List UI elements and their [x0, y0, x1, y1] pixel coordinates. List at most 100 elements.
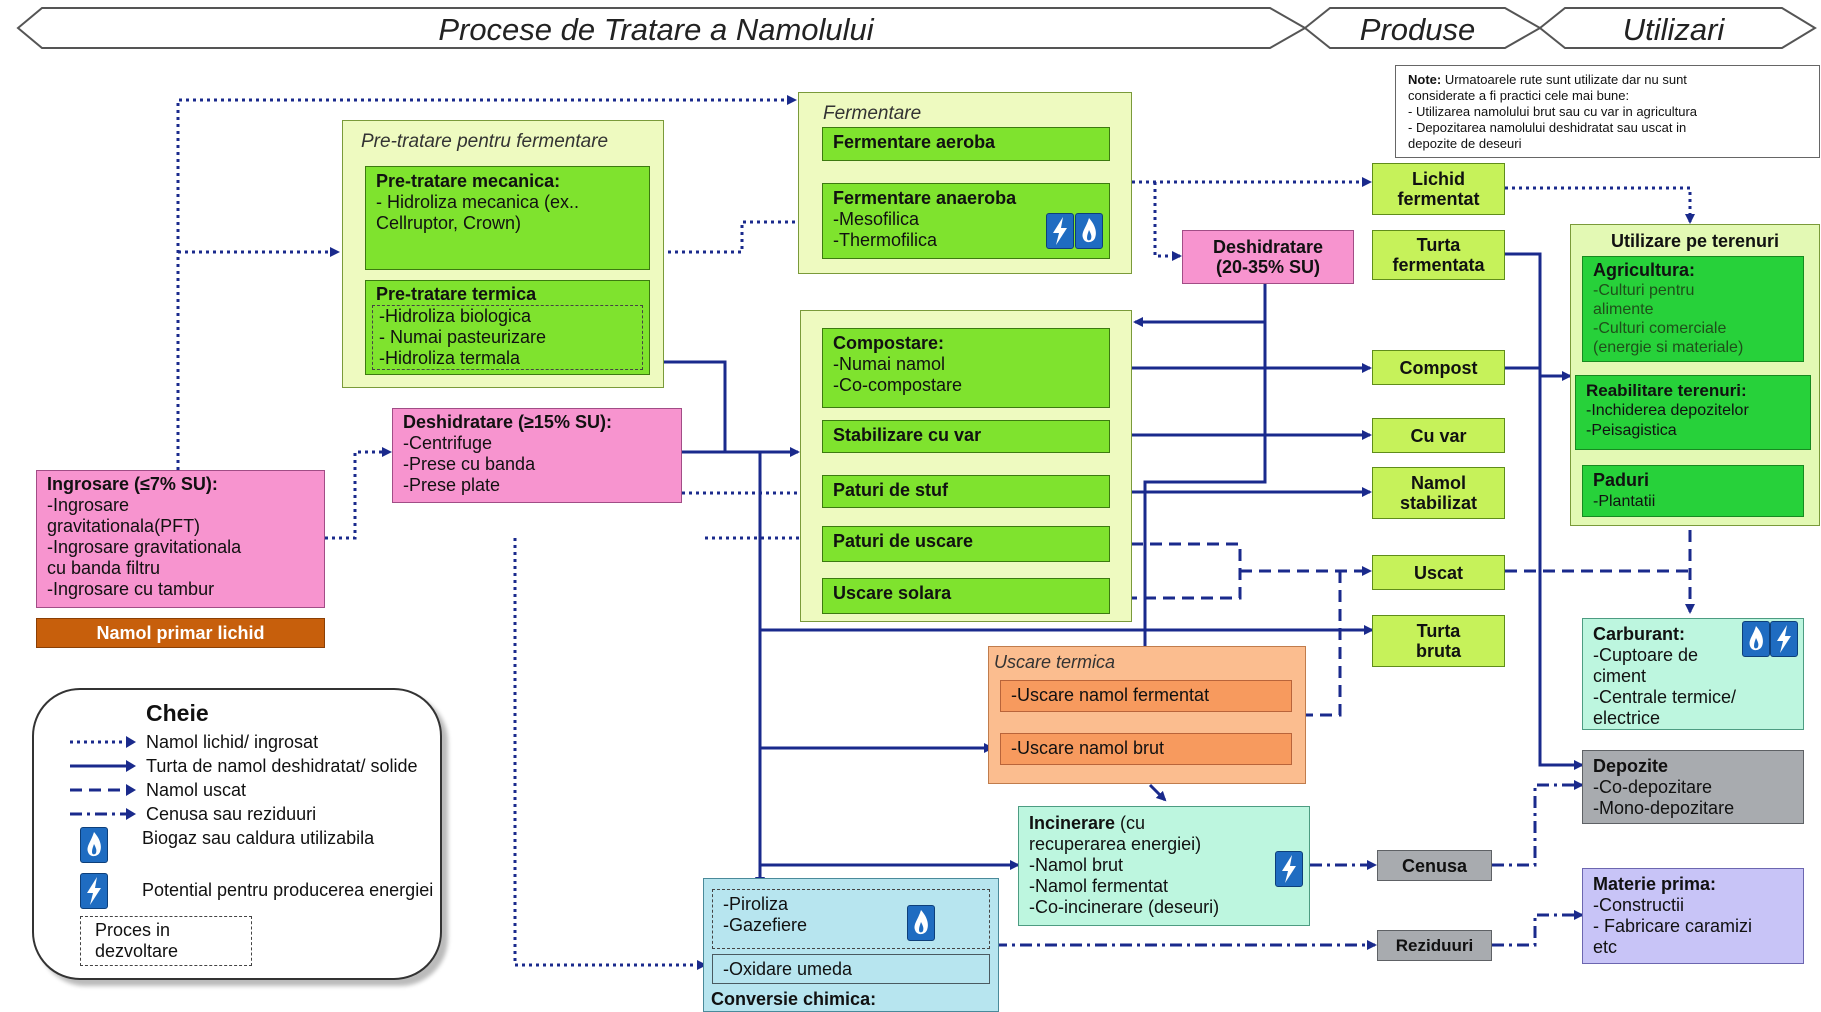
legend-biogas: Biogaz sau caldura utilizabila: [142, 828, 375, 848]
landfill-box: Depozite -Co-depozitare -Mono-depozitare: [1582, 750, 1804, 824]
note-box: Note: Urmatoarele rute sunt utilizate da…: [1395, 65, 1820, 158]
product-limed: Cu var: [1372, 418, 1505, 453]
in-development-group: -Piroliza -Gazefiere: [712, 889, 990, 949]
thickening-line: -Ingrosare: [47, 495, 130, 515]
thermal-pretreat-line: -Hidroliza biologica: [379, 306, 532, 326]
thermal-pretreat-title: Pre-tratare termica: [376, 284, 537, 304]
composting-title: Compostare:: [833, 333, 945, 353]
fuel-line: -Cuptoare de: [1593, 645, 1699, 665]
note-first-line: Note: Urmatoarele rute sunt utilizate da…: [1408, 72, 1687, 87]
product-line: fermentat: [1397, 189, 1480, 209]
land-reclamation-box: Reabilitare terenuri: -Inchiderea depozi…: [1575, 375, 1811, 450]
biogas-flame-icon: [907, 905, 935, 941]
primary-liquid-sludge-box: Namol primar lichid: [36, 618, 325, 648]
thermal-pretreatment-box: Pre-tratare termica -Hidroliza biologica…: [365, 280, 650, 375]
raw-material-title: Materie prima:: [1593, 874, 1717, 894]
legend-liquid: Namol lichid/ ingrosat: [146, 732, 319, 752]
legend-line-samples: [70, 736, 136, 820]
product-dried: Uscat: [1372, 555, 1505, 590]
in-development-group: -Hidroliza biologica - Numai pasteurizar…: [372, 305, 643, 370]
product-line: fermentata: [1392, 255, 1485, 275]
energy-potential-icon: [80, 873, 108, 909]
dewatering-box: Deshidratare (≥15% SU): -Centrifuge -Pre…: [392, 408, 682, 503]
mechanical-title: Pre-tratare mecanica:: [376, 171, 561, 191]
landfill-title: Depozite: [1593, 756, 1669, 776]
legend: Cheie Namol lichid/ ingrosat Turta de na…: [32, 688, 442, 980]
fuel-line: ciment: [1593, 666, 1647, 686]
incineration-line: -Namol fermentat: [1029, 876, 1169, 896]
header-banner: [16, 7, 1817, 49]
landfill-line: -Co-depozitare: [1593, 777, 1713, 797]
composting-line: -Co-compostare: [833, 375, 963, 395]
mechanical-line: Cellruptor, Crown): [376, 213, 522, 233]
dewatering-title: Deshidratare (≥15% SU):: [403, 412, 612, 432]
incineration-title-rest: (cu: [1115, 813, 1146, 833]
energy-potential-icon: [1770, 621, 1798, 657]
thermal-pretreat-line: -Hidroliza termala: [379, 348, 521, 368]
incineration-title-line: Incinerare (cu: [1029, 813, 1299, 834]
agriculture-box: Agricultura: -Culturi pentru alimente -C…: [1582, 256, 1804, 362]
product-ash: Cenusa: [1377, 850, 1492, 881]
product-line: Lichid: [1412, 169, 1465, 189]
dewatering-line: -Prese plate: [403, 475, 501, 495]
wet-oxidation-box: -Oxidare umeda: [712, 954, 990, 984]
thickening-line: gravitationala(PFT): [47, 516, 201, 536]
thickening-line: cu banda filtru: [47, 558, 161, 578]
raw-material-line: -Constructii: [1593, 895, 1685, 915]
thickening-line: -Ingrosare cu tambur: [47, 579, 215, 599]
product-stabilised-sludge: Namol stabilizat: [1372, 467, 1505, 519]
dewatering-20-35-box: Deshidratare (20-35% SU): [1182, 230, 1354, 284]
legend-cake: Turta de namol deshidratat/ solide: [146, 756, 418, 776]
legend-dried: Namol uscat: [146, 780, 247, 800]
agriculture-line: alimente: [1593, 301, 1654, 318]
chemical-line: -Piroliza: [723, 894, 789, 914]
dewatering-line: -Centrifuge: [403, 433, 493, 453]
dewatering-line: -Prese cu banda: [403, 454, 536, 474]
drying-beds-box: Paturi de uscare: [822, 526, 1110, 562]
forestry-title: Paduri: [1593, 470, 1650, 490]
thermal-pretreat-line: - Numai pasteurizare: [379, 327, 547, 347]
dry-raw-sludge-box: -Uscare namol brut: [1000, 733, 1292, 765]
raw-material-line: etc: [1593, 937, 1618, 957]
anaerobic-title: Fermentare anaeroba: [833, 188, 1017, 208]
reed-beds-box: Paturi de stuf: [822, 475, 1110, 508]
incineration-box: Incinerare (cu recuperarea energiei) -Na…: [1018, 806, 1310, 926]
legend-title: Cheie: [146, 700, 209, 726]
header-process: Procese de Tratare a Namolului: [438, 12, 874, 47]
incineration-line: recuperarea energiei): [1029, 834, 1202, 854]
note-line: - Depozitarea namolului deshidratat sau …: [1408, 120, 1687, 135]
header-uses: Utilizari: [1622, 12, 1725, 47]
biogas-flame-icon: [1075, 213, 1103, 249]
thickening-title: Ingrosare (≤7% SU):: [47, 474, 218, 494]
agriculture-line: -Culturi comerciale: [1593, 320, 1727, 337]
dewatering-20-35-line: (20-35% SU): [1215, 257, 1321, 277]
chemical-line: -Gazefiere: [723, 915, 808, 935]
incineration-title: Incinerare: [1029, 813, 1116, 833]
aerobic-digestion-box: Fermentare aeroba: [822, 127, 1110, 161]
mechanical-line: - Hidroliza mecanica (ex..: [376, 192, 580, 212]
fuel-line: -Centrale termice/: [1593, 687, 1737, 707]
product-liquid-digestate: Lichid fermentat: [1372, 163, 1505, 215]
product-line: stabilizat: [1399, 493, 1478, 513]
note-line: considerate a fi practici cele mai bune:: [1408, 88, 1630, 103]
biogas-flame-icon: [1742, 621, 1770, 657]
legend-dev-line: dezvoltare: [95, 941, 179, 961]
reclamation-title: Reabilitare terenuri:: [1586, 381, 1747, 400]
reclamation-line: -Inchiderea depozitelor: [1586, 402, 1749, 419]
anaerobic-line: -Thermofilica: [833, 230, 938, 250]
composting-line: -Numai namol: [833, 354, 946, 374]
legend-ash: Cenusa sau reziduuri: [146, 804, 317, 824]
biogas-flame-icon: [80, 827, 108, 863]
incineration-line: -Namol brut: [1029, 855, 1124, 875]
note-label: Note:: [1408, 72, 1442, 87]
header-products: Produse: [1359, 12, 1476, 47]
energy-potential-icon: [1275, 851, 1303, 887]
solar-drying-box: Uscare solara: [822, 578, 1110, 614]
fuel-box: Carburant: -Cuptoare de ciment -Centrale…: [1582, 618, 1804, 730]
fuel-line: electrice: [1593, 708, 1661, 728]
composting-box: Compostare: -Numai namol -Co-compostare: [822, 328, 1110, 408]
thermal-drying-title: Uscare termica: [994, 652, 1116, 672]
chemical-conversion-title: Conversie chimica:: [711, 989, 877, 1009]
product-line: Turta: [1416, 621, 1461, 641]
